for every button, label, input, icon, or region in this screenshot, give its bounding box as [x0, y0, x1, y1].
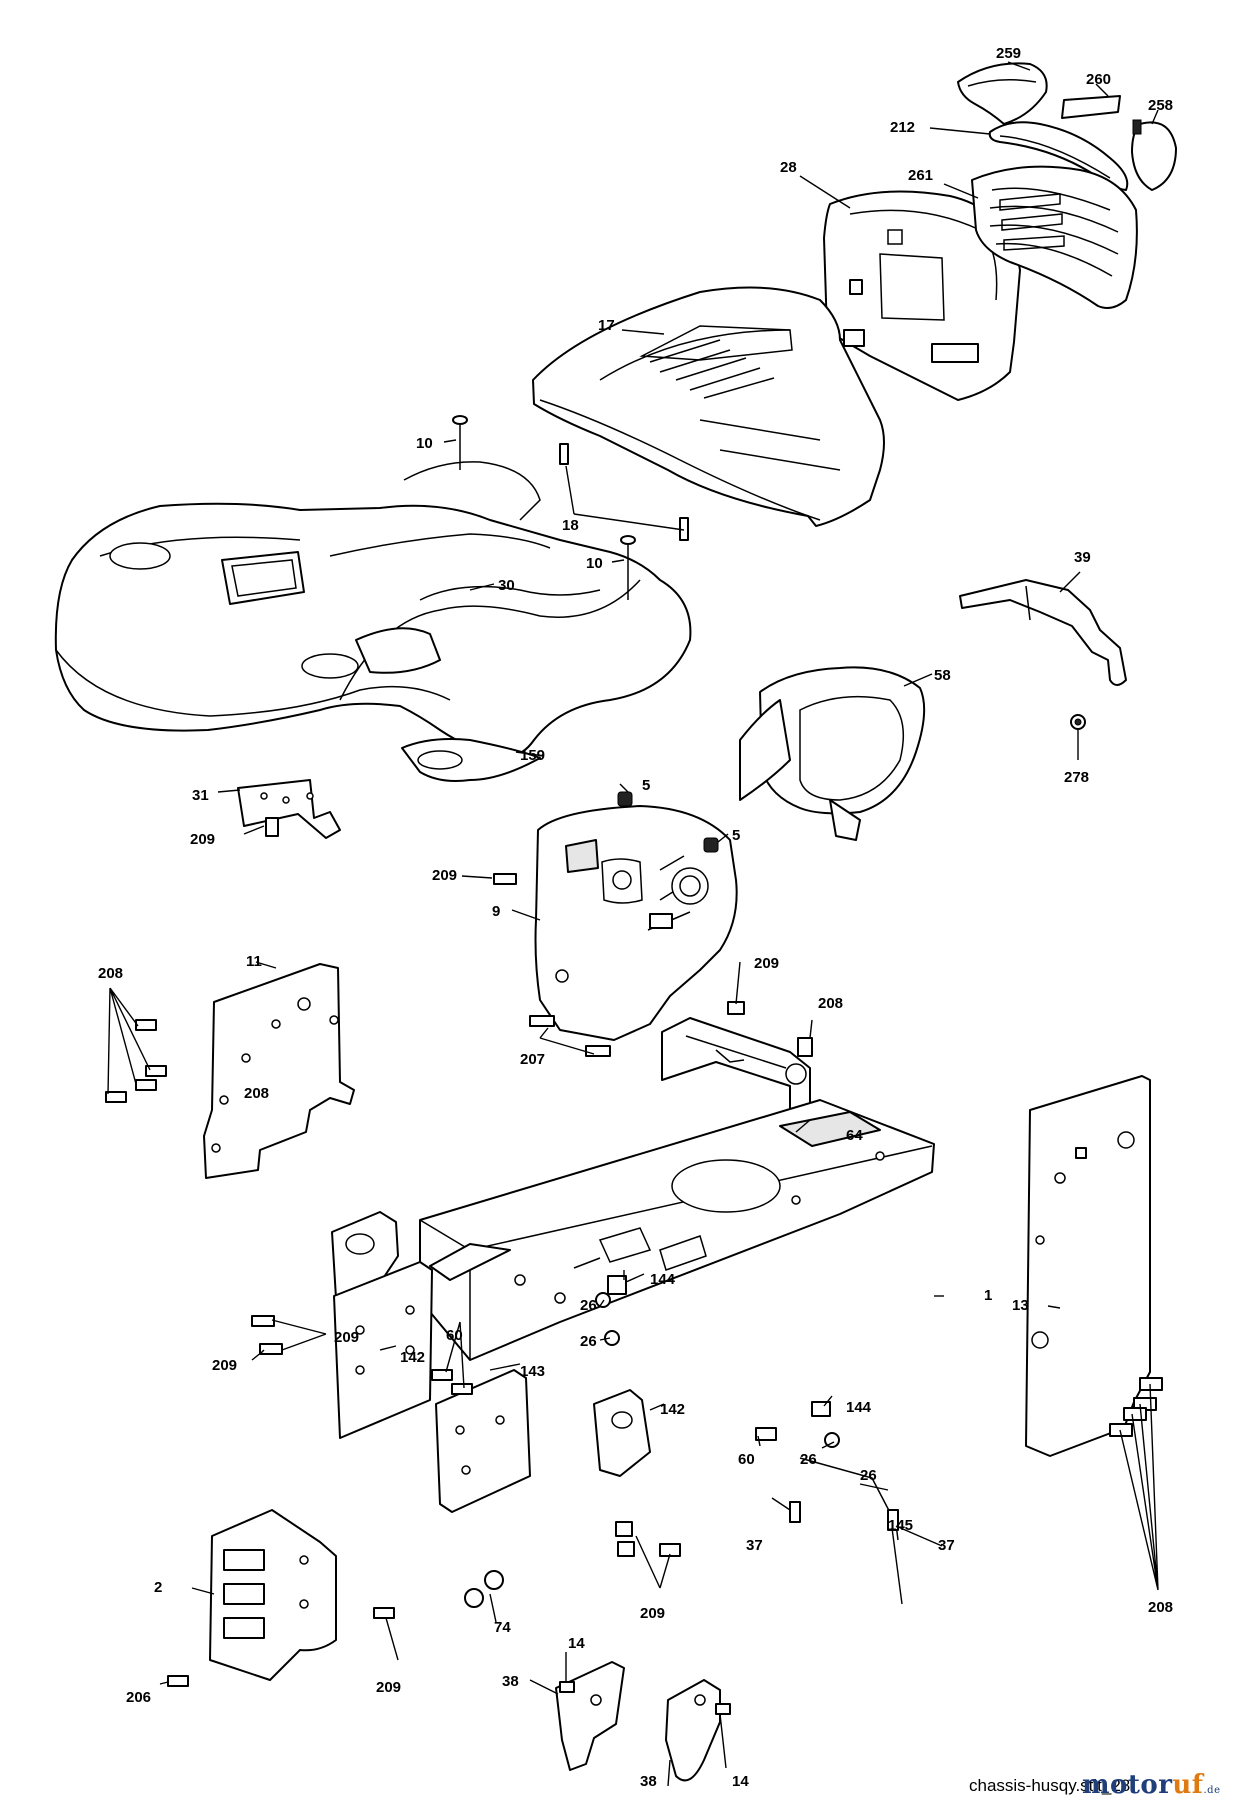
- callout-17: 17: [598, 317, 615, 334]
- front-bumper-2: [209, 1509, 337, 1681]
- bracket-31: [237, 779, 341, 839]
- callout-5-a: 5: [642, 777, 650, 794]
- callout-259: 259: [996, 45, 1021, 62]
- watermark-logo: motoruf.de: [1082, 1770, 1221, 1800]
- callout-207: 207: [520, 1051, 545, 1068]
- callout-212: 212: [890, 119, 915, 136]
- callout-38-a: 38: [502, 1673, 519, 1690]
- liner-58: [739, 666, 926, 841]
- callout-14-a: 14: [568, 1635, 585, 1652]
- rail-39: [959, 579, 1127, 686]
- callout-37-a: 37: [746, 1537, 763, 1554]
- watermark-main: motor: [1082, 1770, 1173, 1800]
- callout-258: 258: [1148, 97, 1173, 114]
- callout-260: 260: [1086, 71, 1111, 88]
- callout-31: 31: [192, 787, 209, 804]
- callout-142-a: 142: [400, 1349, 425, 1366]
- leader-lines: [107, 61, 1159, 1787]
- callout-26-b: 26: [580, 1333, 597, 1350]
- callout-209-b: 209: [432, 867, 457, 884]
- callout-144-b: 144: [846, 1399, 872, 1416]
- callout-261: 261: [908, 167, 933, 184]
- callout-64: 64: [846, 1127, 863, 1144]
- knob-5b: [703, 837, 719, 853]
- bolts-208-left: [105, 1019, 167, 1103]
- nuts: [464, 1275, 840, 1608]
- callout-18: 18: [562, 517, 579, 534]
- knob-5a: [617, 791, 633, 807]
- bracket-38-right: [665, 1679, 721, 1782]
- rear-plate: [435, 1369, 531, 1513]
- callout-208-b: 208: [818, 995, 843, 1012]
- callout-60-b: 60: [738, 1451, 755, 1468]
- callout-206: 206: [126, 1689, 151, 1706]
- callout-10-lower: 10: [586, 555, 603, 572]
- callout-209-g: 209: [376, 1679, 401, 1696]
- callout-142-b: 142: [660, 1401, 685, 1418]
- dash-panel-9: [534, 805, 738, 1041]
- watermark-accent: uf: [1172, 1770, 1204, 1800]
- callout-5-b: 5: [732, 827, 740, 844]
- callout-38-b: 38: [640, 1773, 657, 1790]
- hitch-plate: [333, 1261, 433, 1439]
- callout-13: 13: [1012, 1297, 1029, 1314]
- side-panel-13: [1025, 1075, 1151, 1457]
- grille-261: [971, 165, 1138, 309]
- fender-30: [54, 461, 692, 758]
- callout-58: 58: [934, 667, 951, 684]
- callout-9: 9: [492, 903, 500, 920]
- callout-37-b: 37: [938, 1537, 955, 1554]
- callout-10-upper: 10: [416, 435, 433, 452]
- side-panel-11: [203, 963, 355, 1179]
- callout-11: 11: [246, 953, 262, 970]
- callout-26-c: 26: [800, 1451, 817, 1468]
- cover-64: [661, 1017, 811, 1144]
- callout-labels: 259 260 258 212 28 261 17 10 18 10 30 39…: [98, 45, 1173, 1790]
- callout-209-a: 209: [190, 831, 215, 848]
- headlight-cover-259: [957, 62, 1048, 125]
- callout-60-a: 60: [446, 1327, 463, 1344]
- callout-144-a: 144: [650, 1271, 676, 1288]
- headlight-258: [1131, 119, 1177, 191]
- frame-1: [419, 1099, 935, 1361]
- callout-278: 278: [1064, 769, 1089, 786]
- bolts-misc: [167, 817, 899, 1715]
- callout-30: 30: [498, 577, 515, 594]
- callout-209-e: 209: [212, 1357, 237, 1374]
- callout-2: 2: [154, 1579, 162, 1596]
- bolt-10-lower: [620, 535, 636, 600]
- callout-145: 145: [888, 1517, 913, 1534]
- callout-209-f: 209: [640, 1605, 665, 1622]
- callout-28: 28: [780, 159, 797, 176]
- screw-278: [1070, 714, 1086, 730]
- rod-145: [799, 1457, 899, 1541]
- callout-208-d: 208: [1148, 1599, 1173, 1616]
- watermark-tld: .de: [1203, 1785, 1221, 1796]
- callout-208-a: 208: [98, 965, 123, 982]
- callout-26-d: 26: [860, 1467, 877, 1484]
- callout-209-c: 209: [754, 955, 779, 972]
- callout-39: 39: [1074, 549, 1091, 566]
- hood-17: [532, 286, 885, 527]
- callout-209-d: 209: [334, 1329, 359, 1346]
- cup-holder-159: [401, 738, 541, 782]
- bolt-10-upper: [452, 415, 468, 470]
- plate-142-right: [593, 1389, 651, 1477]
- hood-front-28: [823, 190, 1021, 401]
- lens-260: [1061, 95, 1121, 119]
- callout-74: 74: [494, 1619, 511, 1636]
- callout-143: 143: [520, 1363, 545, 1380]
- callout-208-c: 208: [244, 1085, 269, 1102]
- bolts-208-right: [1109, 1377, 1163, 1437]
- callout-1: 1: [984, 1287, 992, 1304]
- callout-14-b: 14: [732, 1773, 749, 1790]
- callout-26-a: 26: [580, 1297, 597, 1314]
- bracket-143: [429, 1243, 511, 1281]
- diagram-caption: chassis-husqy.stlt_28: [969, 1776, 1131, 1795]
- callout-159: 159: [520, 747, 545, 764]
